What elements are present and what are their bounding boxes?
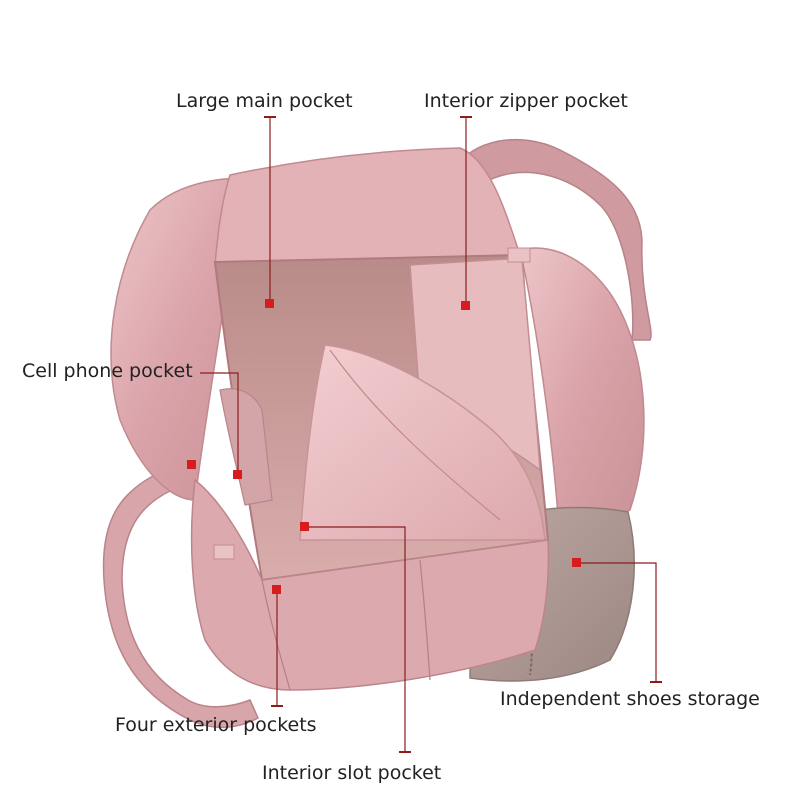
label-interior-zipper-pocket: Interior zipper pocket bbox=[424, 90, 628, 112]
phone-pocket-panel bbox=[219, 388, 273, 506]
marker-large-main bbox=[265, 299, 274, 308]
feature-markers bbox=[187, 299, 581, 594]
handle-tab-left bbox=[213, 544, 235, 560]
front-pocket-seam bbox=[261, 579, 291, 691]
label-four-exterior-pockets: Four exterior pockets bbox=[115, 714, 317, 736]
label-large-main-pocket: Large main pocket bbox=[176, 90, 353, 112]
label-cell-phone-pocket: Cell phone pocket bbox=[22, 360, 193, 382]
divider-fold bbox=[329, 349, 501, 521]
label-interior-slot-pocket: Interior slot pocket bbox=[262, 762, 442, 784]
marker-interior-slot bbox=[300, 522, 309, 531]
leader-lines bbox=[200, 118, 657, 752]
marker-cell-phone-2 bbox=[187, 460, 196, 469]
right-handle bbox=[454, 138, 652, 341]
marker-exterior bbox=[272, 585, 281, 594]
handle-tab-right bbox=[507, 247, 531, 263]
front-pocket-seam-2 bbox=[419, 559, 431, 681]
label-independent-shoes-storage: Independent shoes storage bbox=[500, 688, 760, 710]
right-side-panel bbox=[519, 247, 645, 547]
back-panel bbox=[214, 147, 522, 266]
left-handle bbox=[102, 468, 259, 729]
marker-cell-phone bbox=[233, 470, 242, 479]
marker-shoes bbox=[572, 558, 581, 567]
leader-shoes bbox=[578, 562, 657, 682]
front-pockets bbox=[190, 478, 550, 691]
leader-cell-phone bbox=[200, 372, 239, 475]
divider-sheet bbox=[299, 344, 546, 541]
leader-slot bbox=[305, 526, 406, 752]
leader-end-ticks bbox=[264, 116, 662, 753]
marker-interior-zipper bbox=[461, 301, 470, 310]
